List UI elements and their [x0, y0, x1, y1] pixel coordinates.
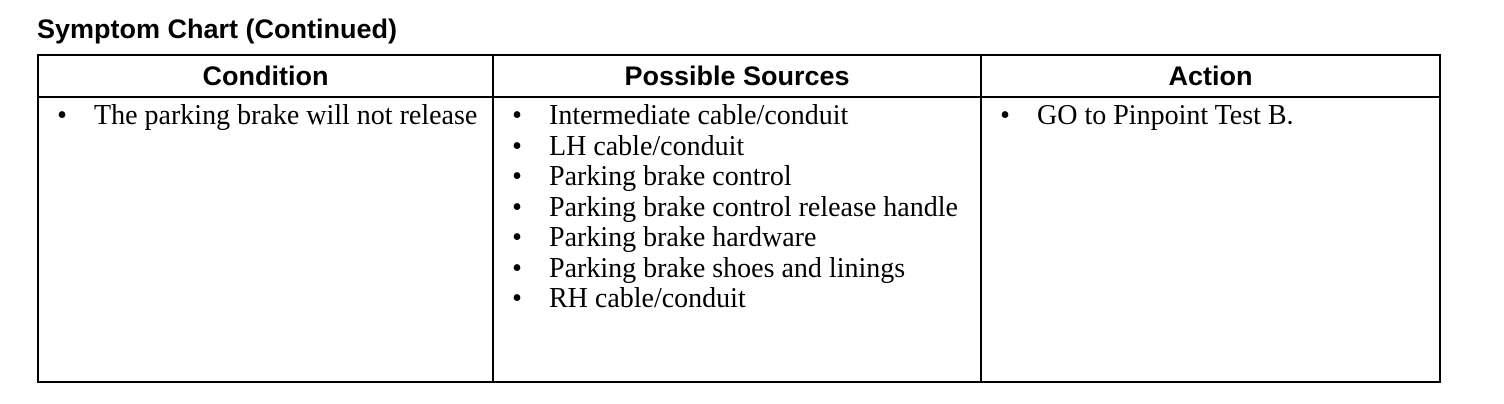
source-text: Intermediate cable/conduit: [549, 100, 849, 131]
bullet-icon: •: [512, 222, 522, 253]
symptom-chart-table: Condition Possible Sources Action • The …: [37, 54, 1441, 383]
source-text: LH cable/conduit: [549, 130, 745, 162]
table-header-row: Condition Possible Sources Action: [37, 54, 1441, 98]
list-item: • LH cable/conduit: [494, 130, 980, 163]
action-cell: • GO to Pinpoint Test B.: [980, 96, 1441, 383]
bullet-icon: •: [512, 100, 522, 131]
possible-sources-cell: • Intermediate cable/conduit • LH cable/…: [492, 96, 982, 383]
bullet-icon: •: [57, 100, 67, 131]
source-text: RH cable/conduit: [549, 283, 746, 314]
list-item: • Parking brake control: [494, 161, 980, 193]
action-text: GO to Pinpoint Test B.: [1037, 100, 1294, 131]
condition-list: • The parking brake will not release: [39, 98, 492, 132]
source-text: Parking brake hardware: [549, 222, 817, 253]
condition-cell: • The parking brake will not release: [37, 96, 494, 383]
action-list: • GO to Pinpoint Test B.: [982, 98, 1439, 132]
bullet-icon: •: [512, 283, 522, 314]
list-item: • The parking brake will not release: [39, 100, 492, 132]
bullet-icon: •: [512, 252, 522, 284]
possible-sources-list: • Intermediate cable/conduit • LH cable/…: [494, 98, 980, 315]
condition-text: The parking brake will not release: [94, 100, 478, 131]
column-header-possible-sources: Possible Sources: [492, 54, 982, 98]
list-item: • Parking brake hardware: [494, 222, 980, 254]
list-item: • Intermediate cable/conduit: [494, 100, 980, 132]
list-item: • Parking brake control release handle: [494, 191, 980, 224]
bullet-icon: •: [512, 130, 522, 162]
column-header-condition: Condition: [37, 54, 494, 98]
page-title: Symptom Chart (Continued): [37, 14, 397, 44]
bullet-icon: •: [512, 161, 522, 192]
bullet-icon: •: [512, 191, 522, 223]
source-text: Parking brake control: [549, 161, 792, 192]
column-header-action: Action: [980, 54, 1441, 98]
source-text: Parking brake control release handle: [549, 191, 958, 223]
list-item: • GO to Pinpoint Test B.: [982, 100, 1439, 132]
table-row: • The parking brake will not release • I…: [37, 96, 1441, 383]
list-item: • RH cable/conduit: [494, 283, 980, 315]
bullet-icon: •: [1000, 100, 1010, 131]
list-item: • Parking brake shoes and linings: [494, 252, 980, 285]
source-text: Parking brake shoes and linings: [549, 252, 906, 284]
